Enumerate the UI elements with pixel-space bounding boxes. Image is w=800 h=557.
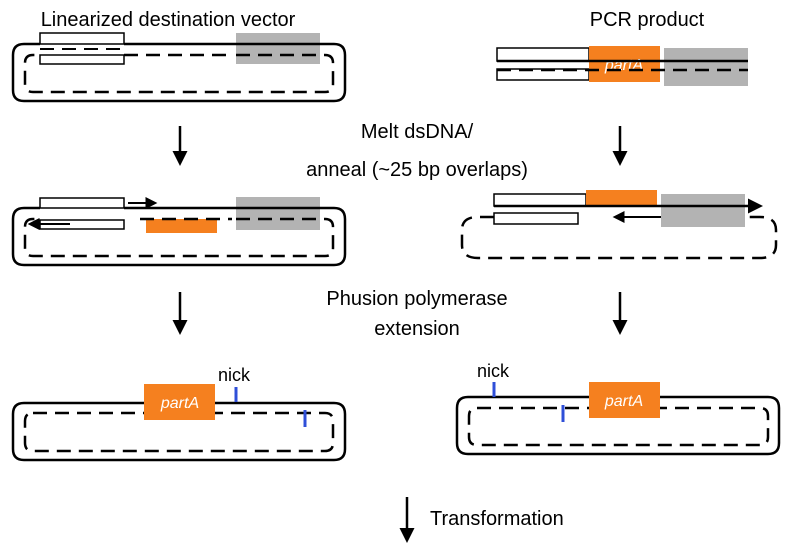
extended-left-outer [11,401,347,462]
step2-line1: Phusion polymerase [326,288,507,310]
extended-left-inner [23,411,335,453]
vector-inner-strand [23,53,335,94]
homology-box-left-top [39,32,125,45]
extended-right-insert-label: partA [604,393,643,410]
homology-region-right [236,33,320,64]
pcr-homology-left-top [496,47,590,62]
annealed-outer-strand [11,206,347,267]
extended-right-inner [467,406,770,447]
annealed-inner-strand [23,217,335,258]
annealed-vector [11,197,347,267]
final-step-label: Transformation [430,508,564,530]
pcr-homology-right [664,48,748,86]
extended-vector-left: partA nick [11,365,347,462]
pcr-insert-parta [589,46,660,82]
pcr-insert-label: partA [604,57,643,74]
homology-box-left-bottom [39,54,125,65]
linearized-vector [11,32,347,103]
annealed-pcr-homology-left-bottom [493,212,579,225]
annealed-pcr-homology-right [661,194,745,227]
nick-label-right: nick [477,361,510,381]
extended-left-insert-label: partA [160,395,199,412]
step1-line1: Melt dsDNA/ [361,121,474,143]
annealed-homology-left-top [39,197,125,209]
vector-outer-strand [11,42,347,103]
annealed-homology-right [236,197,320,230]
left-title: Linearized destination vector [41,9,296,31]
annealed-pcr [460,190,778,260]
extended-right-insert [589,382,660,418]
step2-line2: extension [374,318,460,340]
extended-vector-right: partA nick [455,361,781,456]
right-title: PCR product [590,9,705,31]
annealed-pcr-bottom-strand [460,215,778,260]
annealed-pcr-homology-left-top [493,193,587,207]
annealed-insert [146,219,217,233]
extended-right-outer [455,395,781,456]
nick-label-left: nick [218,365,251,385]
step1-line2: anneal (~25 bp overlaps) [306,159,528,181]
pcr-product: partA [496,46,748,86]
extended-left-insert [144,384,215,420]
annealed-pcr-insert [586,190,657,206]
